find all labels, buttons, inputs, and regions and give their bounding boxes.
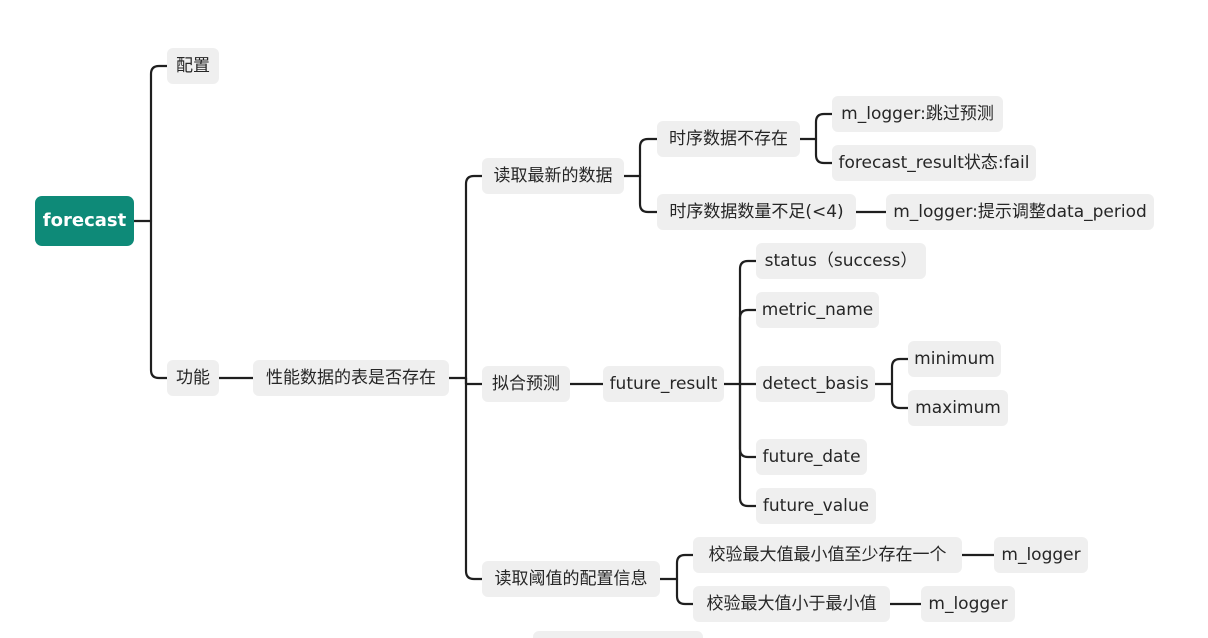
node-future-result[interactable]: future_result: [603, 366, 724, 402]
node-read-latest[interactable]: 读取最新的数据: [482, 158, 624, 194]
node-minimum[interactable]: minimum: [908, 341, 1001, 377]
node-check-at-least-one[interactable]: 校验最大值最小值至少存在一个: [693, 537, 962, 573]
link-root-config: [149, 64, 169, 223]
node-metric-name[interactable]: metric_name: [756, 292, 879, 328]
link-table-threshold: [464, 376, 484, 581]
link-threshold-check-max: [675, 577, 695, 606]
node-ts-not-exist[interactable]: 时序数据不存在: [657, 121, 800, 157]
node-read-threshold[interactable]: 读取阈值的配置信息: [482, 561, 660, 597]
node-future-date[interactable]: future_date: [756, 439, 867, 475]
node-hint-period[interactable]: m_logger:提示调整data_period: [886, 194, 1154, 230]
link-ts-fail: [814, 137, 834, 165]
link-read-ts-not-exist: [638, 137, 659, 178]
node-maximum[interactable]: maximum: [908, 390, 1008, 426]
link-threshold-check-one: [675, 553, 695, 581]
node-table-exists[interactable]: 性能数据的表是否存在: [253, 360, 449, 396]
node-fit-predict[interactable]: 拟合预测: [482, 366, 570, 402]
link-detect-max: [890, 382, 910, 410]
node-config[interactable]: 配置: [167, 48, 219, 84]
node-logger-one[interactable]: m_logger: [994, 537, 1088, 573]
node-future-value[interactable]: future_value: [756, 488, 876, 524]
link-ts-skip: [814, 112, 834, 141]
root-node-forecast[interactable]: forecast: [35, 196, 134, 246]
node-ts-insufficient[interactable]: 时序数据数量不足(<4): [657, 194, 856, 230]
node-check-max-less-min[interactable]: 校验最大值小于最小值: [693, 586, 890, 622]
link-future-metric: [738, 308, 758, 386]
node-result-fail[interactable]: forecast_result状态:fail: [832, 145, 1036, 181]
node-function[interactable]: 功能: [167, 360, 219, 396]
link-future-status: [738, 259, 758, 386]
link-read-ts-insufficient: [638, 174, 659, 214]
node-partial-offscreen[interactable]: [533, 631, 703, 638]
link-detect-min: [890, 357, 910, 386]
node-logger-two[interactable]: m_logger: [921, 586, 1015, 622]
link-root-func: [149, 219, 169, 380]
link-future-date: [738, 382, 758, 459]
link-future-value: [738, 382, 758, 508]
link-table-fit: [464, 376, 484, 386]
node-skip-predict[interactable]: m_logger:跳过预测: [832, 96, 1003, 132]
node-detect-basis[interactable]: detect_basis: [756, 366, 875, 402]
node-status[interactable]: status（success）: [756, 243, 926, 279]
link-table-read-latest: [464, 174, 484, 380]
